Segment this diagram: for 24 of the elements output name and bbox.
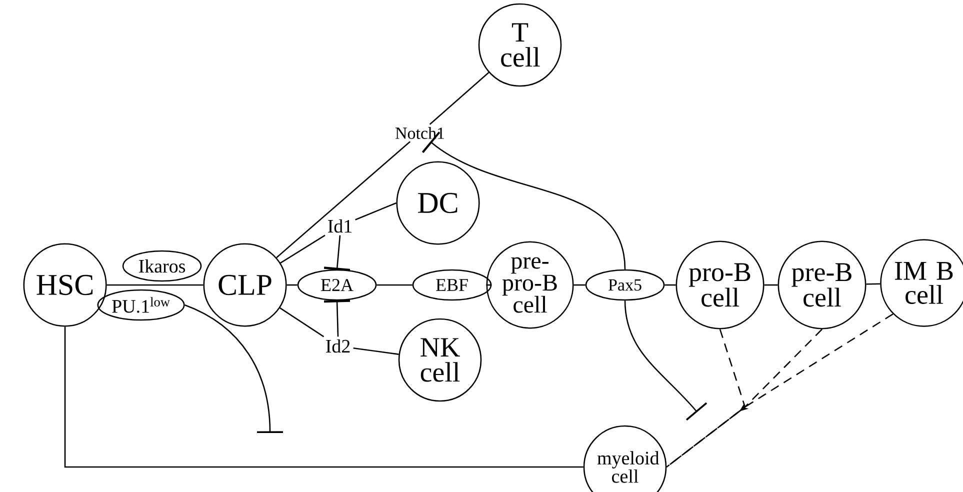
connector-line: [286, 284, 298, 286]
connector-line: [429, 72, 490, 125]
inhibition-line: [624, 300, 707, 420]
connector-line: [574, 284, 586, 286]
inhibition-line: [184, 304, 284, 434]
connector-line: [64, 326, 584, 468]
connector-line: [764, 284, 778, 286]
connector-line: [276, 141, 410, 258]
connector-line: [486, 284, 492, 286]
connector-line: [280, 234, 326, 264]
factor-label: Notch1: [395, 127, 444, 139]
connector-line: [376, 284, 412, 286]
connector-line: [353, 347, 399, 355]
connector-line: [355, 202, 396, 220]
inhibition-line: [422, 132, 626, 270]
connector-line: [666, 313, 894, 468]
connector-line: [280, 307, 324, 338]
inhibition-line: [324, 300, 350, 337]
connector-line: [866, 283, 880, 285]
inhibition-line: [324, 235, 350, 272]
connector-line: [106, 284, 204, 286]
connector-line: [664, 284, 676, 286]
factor-label: Id2: [326, 339, 350, 353]
factor-label: Id1: [328, 219, 352, 233]
